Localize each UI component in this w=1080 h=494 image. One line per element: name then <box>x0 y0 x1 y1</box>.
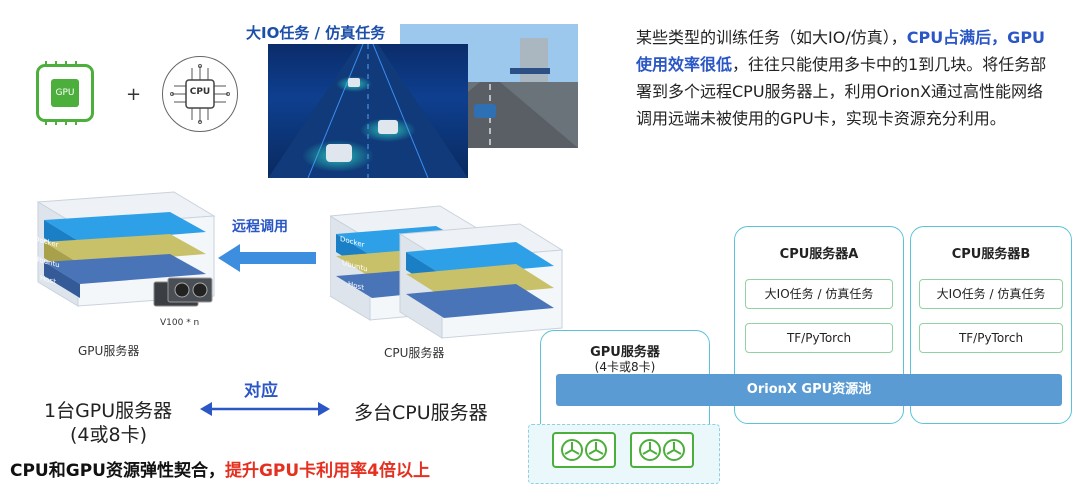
gpu-server-stack <box>24 186 224 340</box>
gpu-chip-label: GPU <box>51 79 79 107</box>
cpu-server-a-framework: TF/PyTorch <box>745 323 893 353</box>
summary-black: CPU和GPU资源弹性契合， <box>10 461 225 481</box>
cpu-server-b-title: CPU服务器B <box>951 247 1031 262</box>
v100-card-icon <box>150 276 220 320</box>
multiple-cpu-servers-text: 多台CPU服务器 <box>354 402 488 424</box>
summary-line: CPU和GPU资源弹性契合，提升GPU卡利用率4倍以上 <box>10 456 430 481</box>
gpu-server-label: GPU服务器 <box>78 344 140 358</box>
scene-title: 大IO任务 / 仿真任务 <box>246 24 386 42</box>
cpu-server-label: CPU服务器 <box>384 346 445 360</box>
summary-red: 提升GPU卡利用率4倍以上 <box>224 461 431 481</box>
gpu-server-title: GPU服务器 <box>590 345 660 360</box>
correspondence-label: 对应 <box>244 381 278 401</box>
gpu-card-1-icon <box>552 432 616 468</box>
cpu-server-stack <box>328 196 570 350</box>
remote-call-label: 远程调用 <box>232 219 288 235</box>
remote-call-arrow-icon <box>218 244 318 276</box>
gpu-count-label: V100 * n <box>160 318 200 328</box>
description-highlight: CPU占满后，GPU使用效率很低 <box>636 28 1046 74</box>
cpu-server-a-title: CPU服务器A <box>779 247 859 262</box>
double-arrow-icon <box>200 400 330 422</box>
autonomous-driving-image <box>268 44 468 178</box>
plus-sign: + <box>126 84 142 105</box>
description-text: 某些类型的训练任务（如大IO/仿真），CPU占满后，GPU使用效率很低，往往只能… <box>636 24 1056 132</box>
cpu-chip-label: CPU <box>189 87 211 97</box>
cpu-chip-icon: CPU <box>162 56 238 132</box>
orionx-gpu-pool-bar: OrionX GPU资源池 <box>556 374 1062 406</box>
description-part2: ，往往只能使用多卡中的1到几块。将任务部署到多个远程CPU服务器上，利用Orio… <box>636 55 1047 128</box>
cpu-server-a-task: 大IO任务 / 仿真任务 <box>745 279 893 309</box>
cpu-server-b-task: 大IO任务 / 仿真任务 <box>919 279 1063 309</box>
cpu-server-b-framework: TF/PyTorch <box>919 323 1063 353</box>
gpu-chip-icon: GPU <box>36 61 94 125</box>
gpu-card-count-text: (4或8卡) <box>70 424 148 446</box>
one-gpu-server-text: 1台GPU服务器 <box>44 400 173 422</box>
gpu-server-subtitle: (4卡或8卡) <box>594 360 656 374</box>
gpu-card-2-icon <box>630 432 694 468</box>
description-part1: 某些类型的训练任务（如大IO/仿真）， <box>636 28 907 47</box>
